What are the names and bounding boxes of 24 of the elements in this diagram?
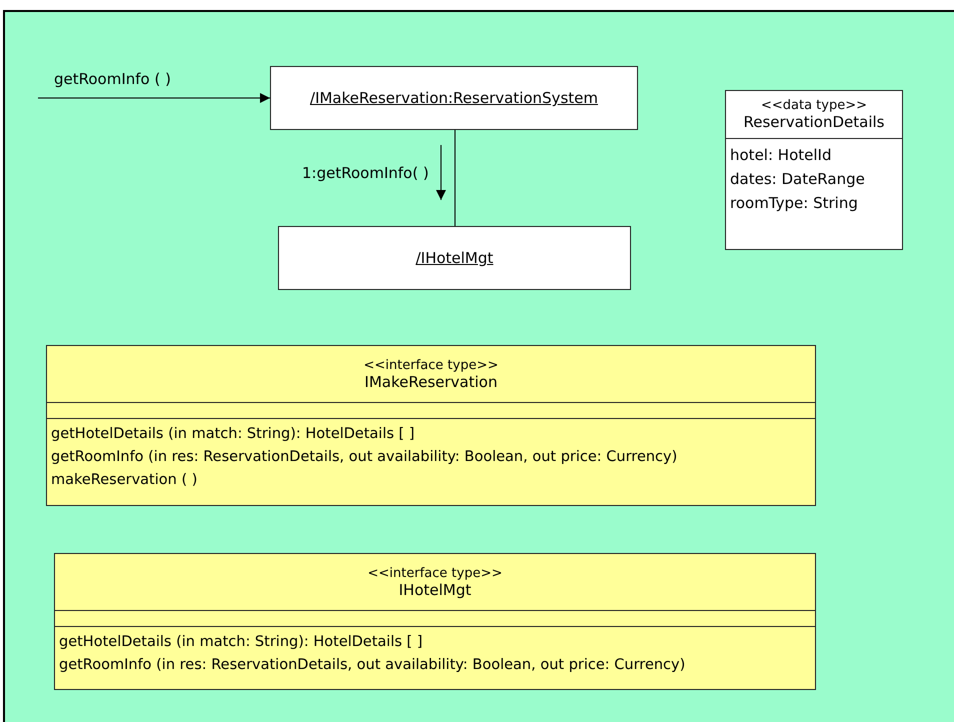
class-name: IHotelMgt bbox=[398, 580, 472, 598]
edge-label: getRoomInfo ( ) bbox=[52, 70, 173, 88]
attribute: dates: DateRange bbox=[730, 169, 865, 190]
stereotype: <<interface type>> bbox=[368, 566, 502, 580]
operation: getHotelDetails (in match: String): HotelDetails [ ] bbox=[51, 425, 415, 444]
class-box bbox=[46, 345, 816, 506]
stereotype: <<data type>> bbox=[760, 98, 868, 113]
class-box bbox=[54, 553, 816, 690]
object-name: /IHotelMgt bbox=[416, 249, 494, 267]
stereotype: <<interface type>> bbox=[364, 358, 498, 372]
class-box bbox=[725, 90, 903, 250]
message-arrow bbox=[38, 93, 270, 103]
object-name: /IMakeReservation:ReservationSystem bbox=[310, 89, 598, 107]
operation: getRoomInfo (in res: ReservationDetails, out availability: Boolean, out price: Currency) bbox=[51, 448, 678, 468]
object-box bbox=[270, 66, 638, 130]
attribute: hotel: HotelId bbox=[730, 145, 832, 166]
object-box bbox=[278, 226, 631, 290]
operation: getHotelDetails (in match: String): HotelDetails [ ] bbox=[59, 633, 423, 652]
operation: makeReservation ( ) bbox=[51, 471, 198, 490]
class-name: ReservationDetails bbox=[744, 113, 884, 131]
class-name: IMakeReservation bbox=[364, 372, 498, 390]
operation: getRoomInfo (in res: ReservationDetails, out availability: Boolean, out price: Currency) bbox=[59, 656, 686, 676]
link-line bbox=[454, 130, 456, 226]
attribute: roomType: String bbox=[730, 193, 858, 214]
